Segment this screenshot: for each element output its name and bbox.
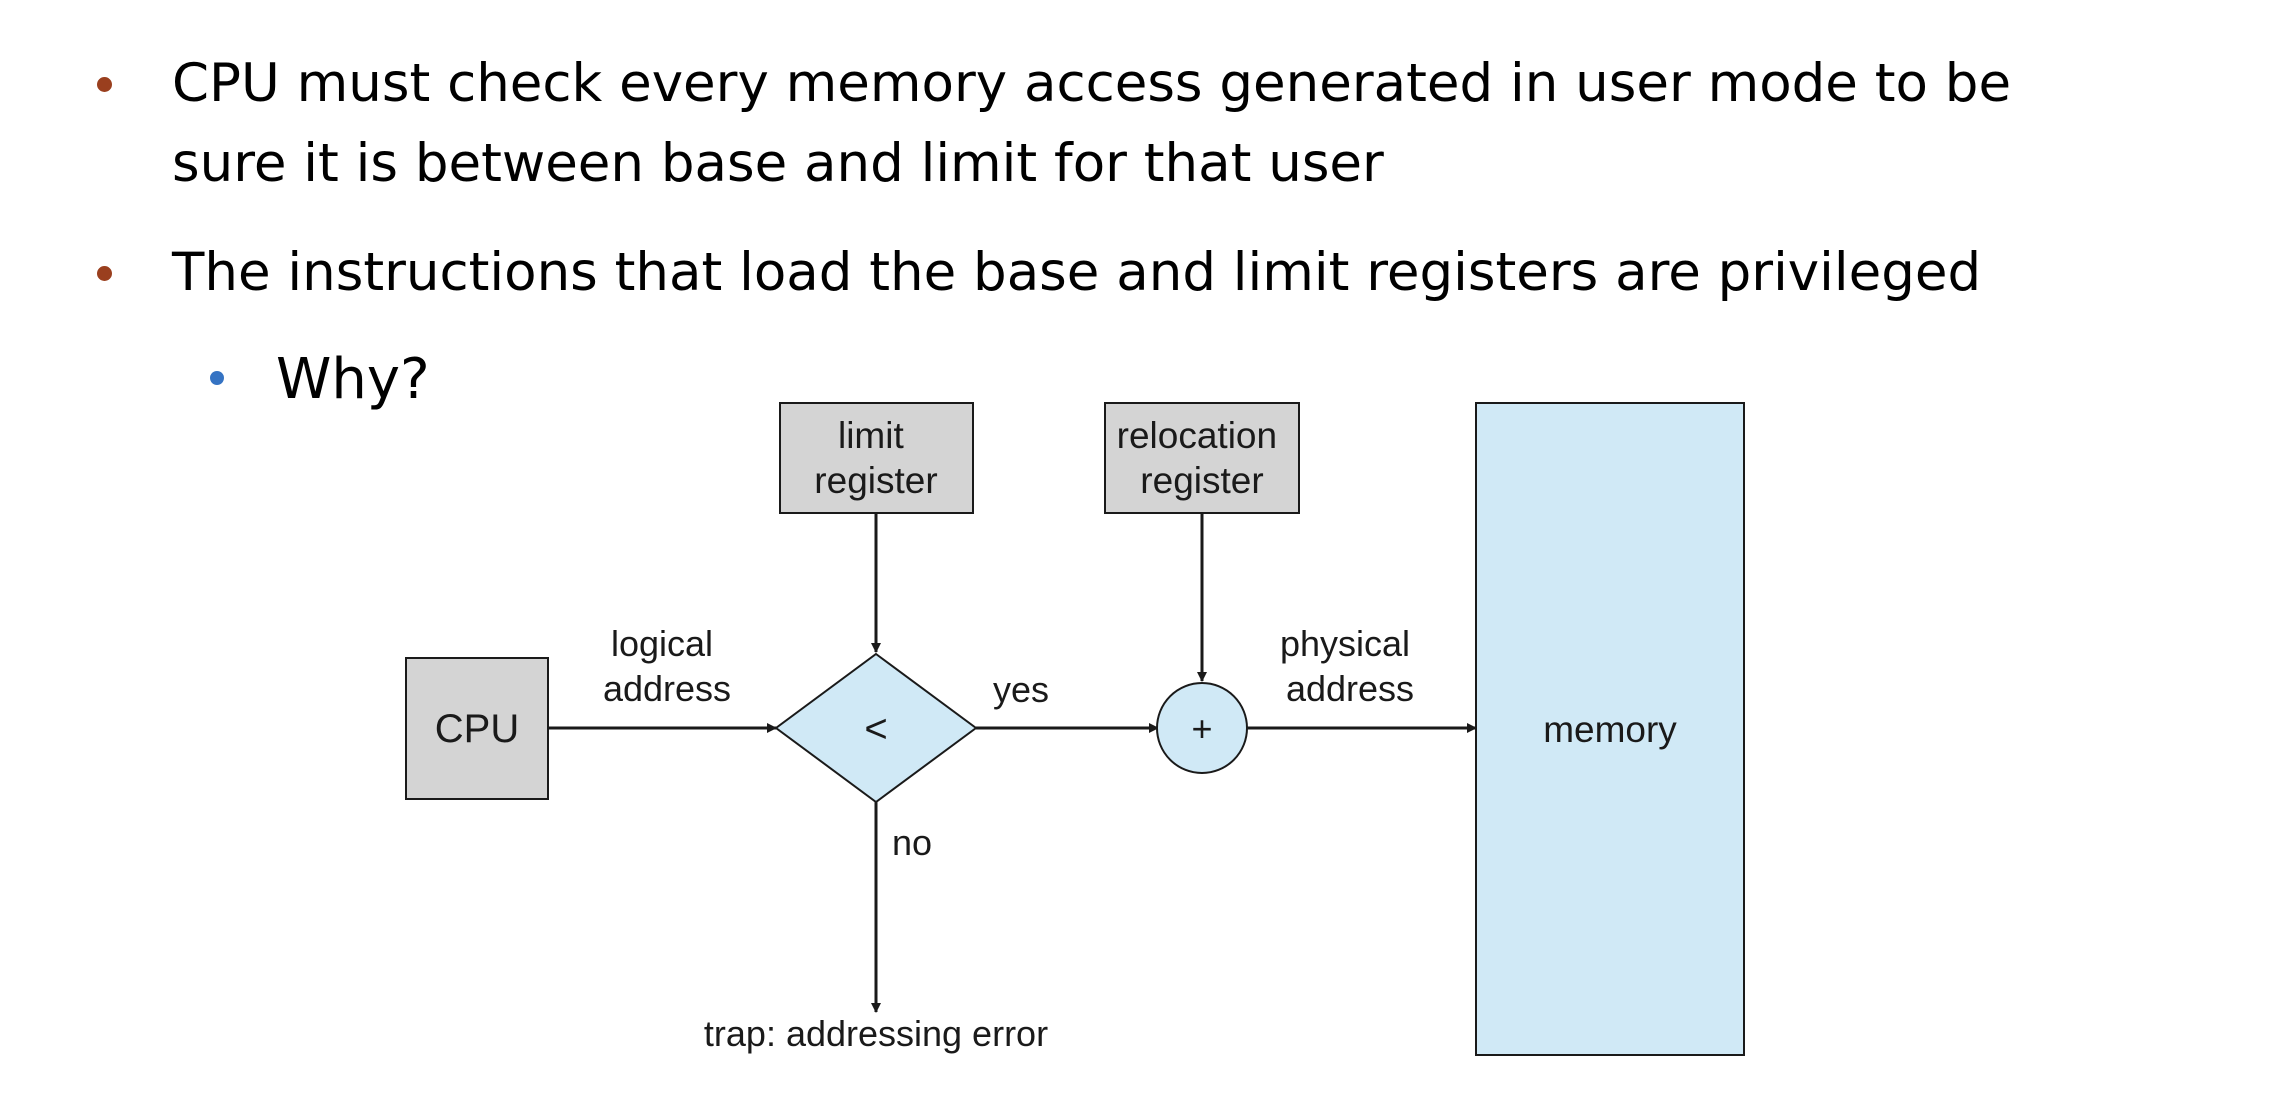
- memory-block: memory: [1475, 402, 1745, 1056]
- relocation-register-label: relocation register: [1117, 415, 1288, 501]
- limit-register-label: limit register: [814, 415, 937, 501]
- physical-address-label-line: physical: [1280, 623, 1410, 664]
- bullet-text-line: CPU must check every memory access gener…: [172, 53, 2012, 114]
- bullet-text-line: sure it is between base and limit for th…: [172, 133, 1384, 194]
- limit-register-box: limit register: [779, 402, 974, 514]
- bullet-item: CPU must check every memory access gener…: [172, 44, 2072, 204]
- bullet-item: The instructions that load the base and …: [172, 242, 1982, 303]
- logical-address-label: logical address: [603, 623, 731, 709]
- cpu-label: CPU: [435, 707, 519, 751]
- comparator-symbol: <: [864, 707, 887, 751]
- physical-address-label-line: address: [1286, 668, 1414, 709]
- trap-label: trap: addressing error: [704, 1013, 1048, 1054]
- physical-address-label: physical address: [1280, 623, 1420, 709]
- logical-address-label-line: logical: [611, 623, 713, 664]
- bullet-dot: [97, 266, 112, 281]
- memory-label: memory: [1543, 709, 1677, 750]
- comparator-diamond: <: [774, 652, 978, 804]
- relocation-register-label-line: register: [1140, 460, 1263, 501]
- yes-label: yes: [993, 669, 1049, 710]
- relocation-register-label-line: relocation: [1117, 415, 1277, 456]
- relocation-register-box: relocation register: [1104, 402, 1300, 514]
- logical-address-label-line: address: [603, 668, 731, 709]
- sub-bullet-dot: [210, 371, 224, 385]
- cpu-box: CPU: [405, 657, 549, 800]
- sub-bullet-item: Why?: [276, 347, 430, 412]
- limit-register-label-line: limit: [838, 415, 904, 456]
- adder-circle: +: [1156, 682, 1248, 774]
- adder-symbol: +: [1191, 708, 1212, 749]
- limit-register-label-line: register: [814, 460, 937, 501]
- bullet-dot: [97, 77, 112, 92]
- connectors: [548, 513, 1477, 1013]
- no-label: no: [892, 822, 932, 863]
